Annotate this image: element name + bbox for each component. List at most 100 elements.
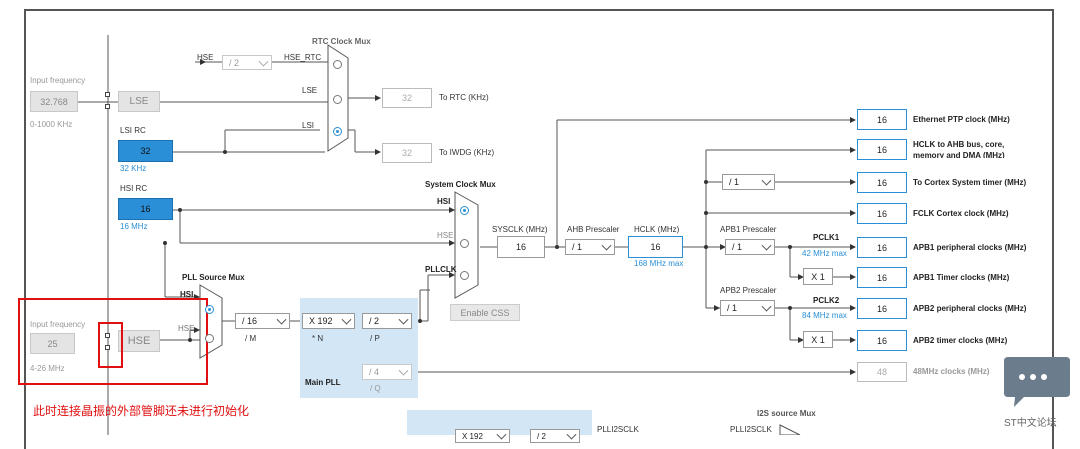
pclk2-max-label: 84 MHz max bbox=[802, 311, 847, 320]
pclk1-max-label: 42 MHz max bbox=[802, 249, 847, 258]
lsi-rc-title: LSI RC bbox=[120, 126, 146, 135]
hclk-max-label: 168 MHz max bbox=[634, 259, 684, 268]
pll-m-value: / 16 bbox=[242, 316, 258, 326]
cortex-system-timer-label: To Cortex System timer (MHz) bbox=[913, 178, 1027, 187]
ahb-prescaler-select[interactable]: / 1 bbox=[565, 239, 615, 255]
pll-m-label: / M bbox=[245, 334, 257, 343]
apb2-timer-multiplier[interactable]: X 1 bbox=[803, 331, 833, 348]
rtc-lsi-label: LSI bbox=[302, 121, 315, 130]
pll-p-label: / P bbox=[370, 334, 380, 343]
apb1-peripheral-label: APB1 peripheral clocks (MHz) bbox=[913, 243, 1027, 252]
sysmux-hse-label: HSE bbox=[437, 231, 454, 240]
plli2s-n-select[interactable]: X 192 bbox=[455, 429, 510, 443]
pll-n-select[interactable]: X 192 bbox=[302, 313, 355, 329]
pll-p-value: / 2 bbox=[369, 316, 380, 326]
cortex-timer-divider-select[interactable]: / 1 bbox=[722, 174, 775, 190]
hclk-ahb-label: HCLK to AHB bus, core, bbox=[913, 140, 1005, 149]
sysmux-pllclk-radio[interactable] bbox=[460, 271, 469, 280]
annotation-pin-box bbox=[98, 322, 123, 368]
lse-input-frequency-field[interactable]: 32.768 bbox=[30, 91, 78, 112]
rtc-lse-radio[interactable] bbox=[333, 95, 342, 104]
hclk-ahb-value[interactable]: 16 bbox=[857, 139, 907, 160]
ethernet-ptp-clock-label: Ethernet PTP clock (MHz) bbox=[913, 115, 1010, 124]
plli2s-r-select[interactable]: / 2 bbox=[530, 429, 580, 443]
clk48-label: 48MHz clocks (MHz) bbox=[913, 367, 990, 376]
hse-block[interactable]: HSE bbox=[118, 330, 160, 352]
osc-out-pin bbox=[105, 345, 110, 350]
apb1-timer-multiplier[interactable]: X 1 bbox=[803, 268, 833, 285]
sysmux-hse-radio[interactable] bbox=[460, 239, 469, 248]
fclk-cortex-value[interactable]: 16 bbox=[857, 203, 907, 224]
rtc-hse-radio[interactable] bbox=[333, 60, 342, 69]
hsi-rc-value[interactable]: 16 bbox=[118, 198, 173, 220]
apb2-prescaler-value: / 1 bbox=[727, 303, 738, 313]
hsi-rc-title: HSI RC bbox=[120, 184, 148, 193]
osc32-out-pin bbox=[105, 104, 110, 109]
rtc-hse-divider-value: / 2 bbox=[229, 57, 240, 68]
rtc-output-label: To RTC (KHz) bbox=[439, 93, 489, 102]
sysclk-value[interactable]: 16 bbox=[497, 236, 545, 258]
hclk-value[interactable]: 16 bbox=[628, 236, 683, 258]
apb1-prescaler-label: APB1 Prescaler bbox=[720, 225, 777, 234]
pll-source-hsi-label: HSI bbox=[180, 290, 194, 299]
pll-n-value: X 192 bbox=[309, 316, 333, 326]
annotation-note: 此时连接晶振的外部管脚还未进行初始化 bbox=[33, 404, 250, 418]
hse-input-frequency-field[interactable]: 25 bbox=[30, 333, 75, 354]
chevron-down-icon bbox=[398, 365, 409, 376]
ethernet-ptp-clock-value[interactable]: 16 bbox=[857, 109, 907, 130]
system-clock-mux-title: System Clock Mux bbox=[425, 180, 496, 189]
chevron-down-icon bbox=[601, 240, 612, 251]
clk48-value[interactable]: 48 bbox=[857, 362, 907, 382]
lsi-rc-value[interactable]: 32 bbox=[118, 140, 173, 162]
sysclk-label: SYSCLK (MHz) bbox=[492, 225, 548, 234]
apb2-prescaler-label: APB2 Prescaler bbox=[720, 286, 777, 295]
main-pll-label: Main PLL bbox=[305, 378, 341, 387]
chevron-down-icon bbox=[276, 314, 287, 325]
pll-m-select[interactable]: / 16 bbox=[235, 313, 290, 329]
pll-q-select[interactable]: / 4 bbox=[362, 364, 412, 380]
apb2-peripheral-label: APB2 peripheral clocks (MHz) bbox=[913, 304, 1027, 313]
pll-q-value: / 4 bbox=[369, 367, 380, 377]
pclk1-label: PCLK1 bbox=[813, 233, 840, 242]
rtc-hse-divider-select[interactable]: / 2 bbox=[222, 55, 272, 70]
chat-bubble-icon[interactable] bbox=[1002, 353, 1072, 409]
pll-q-label: / Q bbox=[370, 384, 381, 393]
rtc-hse-label: HSE bbox=[197, 53, 214, 62]
hse-input-frequency-label: Input frequency bbox=[30, 320, 86, 329]
pll-source-hse-radio[interactable] bbox=[205, 334, 214, 343]
apb2-peripheral-value[interactable]: 16 bbox=[857, 298, 907, 319]
i2s-source-mux-title: I2S source Mux bbox=[757, 409, 816, 418]
lsi-rc-unit: 32 KHz bbox=[120, 164, 147, 173]
apb1-timer-value[interactable]: 16 bbox=[857, 267, 907, 288]
apb1-peripheral-value[interactable]: 16 bbox=[857, 237, 907, 258]
lse-range-label: 0-1000 KHz bbox=[30, 120, 73, 129]
apb2-prescaler-select[interactable]: / 1 bbox=[720, 300, 775, 316]
rtc-lsi-radio[interactable] bbox=[333, 127, 342, 136]
sysmux-hsi-radio[interactable] bbox=[460, 206, 469, 215]
chevron-down-icon bbox=[761, 240, 772, 251]
forum-watermark: ST中文论坛 bbox=[1004, 418, 1057, 429]
lse-block[interactable]: LSE bbox=[118, 91, 160, 112]
plli2s-n-value: X 192 bbox=[462, 431, 483, 441]
iwdg-output-label: To IWDG (KHz) bbox=[439, 148, 495, 157]
apb2-timer-label: APB2 timer clocks (MHz) bbox=[913, 336, 1008, 345]
hsi-rc-unit: 16 MHz bbox=[120, 222, 148, 231]
hclk-label: HCLK (MHz) bbox=[634, 225, 680, 234]
pll-source-hse-label: HSE bbox=[178, 324, 195, 333]
osc-in-pin bbox=[105, 333, 110, 338]
lse-input-frequency-label: Input frequency bbox=[30, 76, 86, 85]
apb1-timer-label: APB1 Timer clocks (MHz) bbox=[913, 273, 1010, 282]
apb2-timer-value[interactable]: 16 bbox=[857, 330, 907, 351]
hse-range-label: 4-26 MHz bbox=[30, 364, 65, 373]
chevron-down-icon bbox=[258, 56, 269, 67]
iwdg-output-value[interactable]: 32 bbox=[382, 143, 432, 163]
cortex-system-timer-value[interactable]: 16 bbox=[857, 172, 907, 193]
pll-source-hsi-radio[interactable] bbox=[205, 305, 214, 314]
ahb-prescaler-value: / 1 bbox=[572, 242, 583, 252]
enable-css-button[interactable]: Enable CSS bbox=[450, 304, 520, 321]
pll-p-select[interactable]: / 2 bbox=[362, 313, 412, 329]
apb1-prescaler-select[interactable]: / 1 bbox=[725, 239, 775, 255]
ahb-prescaler-label: AHB Prescaler bbox=[567, 225, 620, 234]
rtc-output-value[interactable]: 32 bbox=[382, 88, 432, 108]
chevron-down-icon bbox=[761, 175, 772, 186]
